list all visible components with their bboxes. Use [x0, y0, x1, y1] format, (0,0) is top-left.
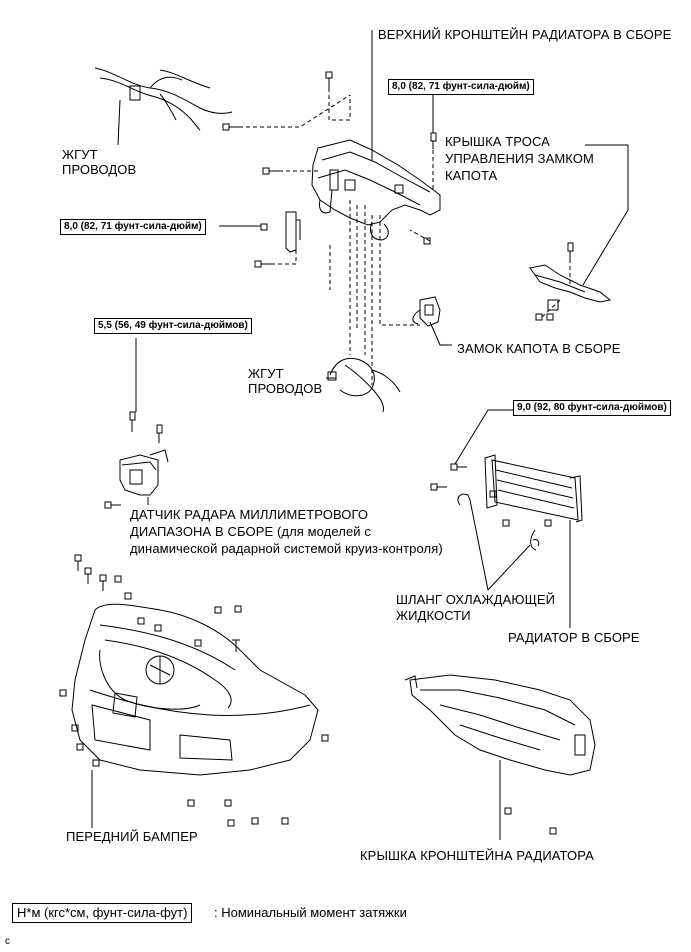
hood-lock-leader: [429, 321, 452, 346]
radar-label-line2: ДИАПАЗОНА В СБОРЕ (для моделей с: [130, 524, 371, 539]
lock-cover-label-line1: КРЫШКА ТРОСА: [445, 134, 550, 149]
cover-bolts: [504, 807, 557, 835]
lock-cover-leader: [582, 144, 629, 286]
wire-harness-1-label-line1: ЖГУТ: [62, 147, 98, 162]
radiator-label: РАДИАТОР В СБОРЕ: [508, 630, 640, 645]
wire-harness-1-drawing: [94, 67, 233, 131]
upper-support-label: ВЕРХНИЙ КРОНШТЕЙН РАДИАТОРА В СБОРЕ: [378, 27, 672, 42]
legend-description: : Номинальный момент затяжки: [214, 905, 407, 920]
bumper-fasteners: [59, 554, 329, 827]
coolant-hose-drawing: [457, 493, 540, 551]
wire-harness-1-label-line2: ПРОВОДОВ: [62, 162, 137, 177]
lock-cover-label-line2: УПРАВЛЕНИЯ ЗАМКОМ: [445, 151, 594, 166]
radar-label-line1: ДАТЧИК РАДАРА МИЛЛИМЕТРОВОГО: [130, 507, 369, 522]
radiator-bolts: [430, 463, 552, 527]
lock-cable-cover-drawing: [529, 264, 612, 311]
wire-harness-2-label-line2: ПРОВОДОВ: [248, 381, 323, 396]
torque-spec-2: 8,0 (82, 71 фунт-сила-дюйм): [60, 219, 206, 235]
corner-mark: c: [5, 936, 10, 947]
radar-sensor-drawing: [119, 449, 169, 496]
radiator-torque-leader: [454, 409, 515, 465]
wire-harness-2-label-line1: ЖГУТ: [248, 366, 284, 381]
coolant-hose-label-line2: ЖИДКОСТИ: [396, 608, 471, 623]
bolt-group-upper: [222, 71, 574, 321]
coolant-hose-label-line1: ШЛАНГ ОХЛАЖДАЮЩЕЙ: [396, 592, 556, 607]
wire-harness-2-drawing: [327, 357, 401, 413]
small-bracket: [285, 211, 301, 253]
torque-spec-1: 8,0 (82, 71 фунт-сила-дюйм): [388, 79, 534, 95]
hood-lock-label: ЗАМОК КАПОТА В СБОРЕ: [457, 341, 621, 356]
torque-spec-4: 9,0 (92, 80 фунт-сила-дюймов): [513, 400, 671, 416]
torque-spec-3: 5,5 (56, 49 фунт-сила-дюймов): [94, 318, 252, 334]
front-bumper-drawing: [71, 603, 319, 776]
hose-leader: [469, 499, 531, 591]
upper-radiator-support-drawing: [311, 139, 441, 241]
radar-label-line3: динамической радарной системой круиз-кон…: [130, 541, 443, 556]
legend-torque-units: Н*м (кгс*см, фунт-сила-фут): [12, 903, 193, 923]
radar-bolts: [104, 411, 163, 509]
front-bumper-label: ПЕРЕДНИЙ БАМПЕР: [66, 829, 198, 844]
hood-lock-drawing: [412, 296, 441, 327]
lock-cover-label-line3: КАПОТА: [445, 168, 498, 183]
support-cover-label: КРЫШКА КРОНШТЕЙНА РАДИАТОРА: [360, 848, 594, 863]
wire-harness-1-leader: [117, 99, 121, 146]
radiator-drawing: [484, 454, 583, 523]
alignment-lines: [239, 88, 571, 385]
support-cover-drawing: [404, 674, 596, 776]
